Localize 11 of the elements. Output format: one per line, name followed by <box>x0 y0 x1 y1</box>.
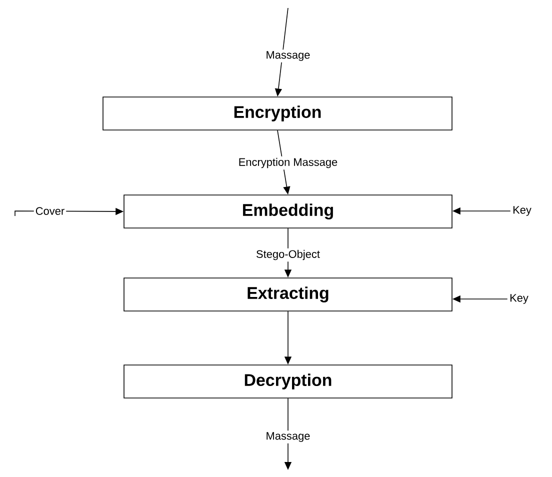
input-label: Key <box>510 294 528 304</box>
edge-label: Encryption Massage <box>236 156 340 170</box>
edge-label: Cover <box>34 206 66 216</box>
edge-label: Massage <box>264 50 312 62</box>
process-box: Encryption <box>102 96 452 130</box>
process-box: Extracting <box>124 278 452 312</box>
process-box: Embedding <box>124 194 452 228</box>
edge-label: Massage <box>264 430 312 444</box>
input-label: Key <box>513 206 532 216</box>
process-box: Decryption <box>124 364 452 398</box>
edge-label: Stego-Object <box>254 248 322 262</box>
